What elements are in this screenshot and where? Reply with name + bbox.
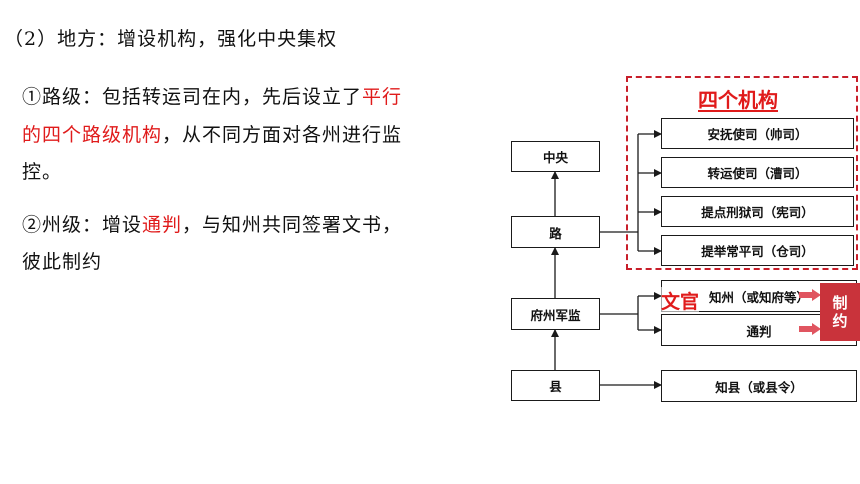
box-zhixian: 知县（或县令）: [661, 370, 857, 402]
box-org-zhuanyun: 转运使司（漕司）: [661, 157, 854, 188]
point2-highlight: 通判: [142, 214, 183, 236]
point1-text: ①路级：包括转运司在内，先后设立了: [22, 86, 363, 108]
box-central: 中央: [511, 141, 600, 172]
red-arrow-right-icon: [799, 323, 821, 335]
four-orgs-dashed-frame: [626, 76, 858, 270]
point2-line1: ②州级：增设通判，与知州共同签署文书，: [22, 210, 402, 237]
point2-line2: 彼此制约: [22, 251, 103, 273]
checks-badge: 制约: [820, 283, 860, 341]
box-org-anfu: 安抚使司（帅司）: [661, 118, 854, 149]
four-orgs-title: 四个机构: [698, 88, 778, 112]
point2-text: ②州级：增设: [22, 214, 143, 236]
point1-text-2: ，从不同方面对各州进行监: [162, 124, 403, 146]
section-heading: （2）地方：增设机构，强化中央集权: [4, 28, 338, 50]
point1-highlight: 平行: [362, 86, 403, 108]
box-org-tiju: 提举常平司（仓司）: [661, 235, 854, 266]
box-county: 县: [511, 370, 600, 401]
point1-line1: ①路级：包括转运司在内，先后设立了平行: [22, 82, 402, 109]
point2-text-2: ，与知州共同签署文书，: [182, 214, 403, 236]
box-prefecture: 府州军监: [511, 298, 600, 330]
red-arrow-right-icon: [799, 289, 821, 301]
point1-highlight-2: 的四个路级机构: [22, 124, 163, 146]
box-org-tidian: 提点刑狱司（宪司）: [661, 196, 854, 227]
point1-line2: 的四个路级机构，从不同方面对各州进行监: [22, 120, 402, 147]
box-circuit: 路: [511, 216, 600, 248]
point1-line3: 控。: [22, 161, 63, 183]
civil-officials-label: 文官: [661, 287, 700, 314]
